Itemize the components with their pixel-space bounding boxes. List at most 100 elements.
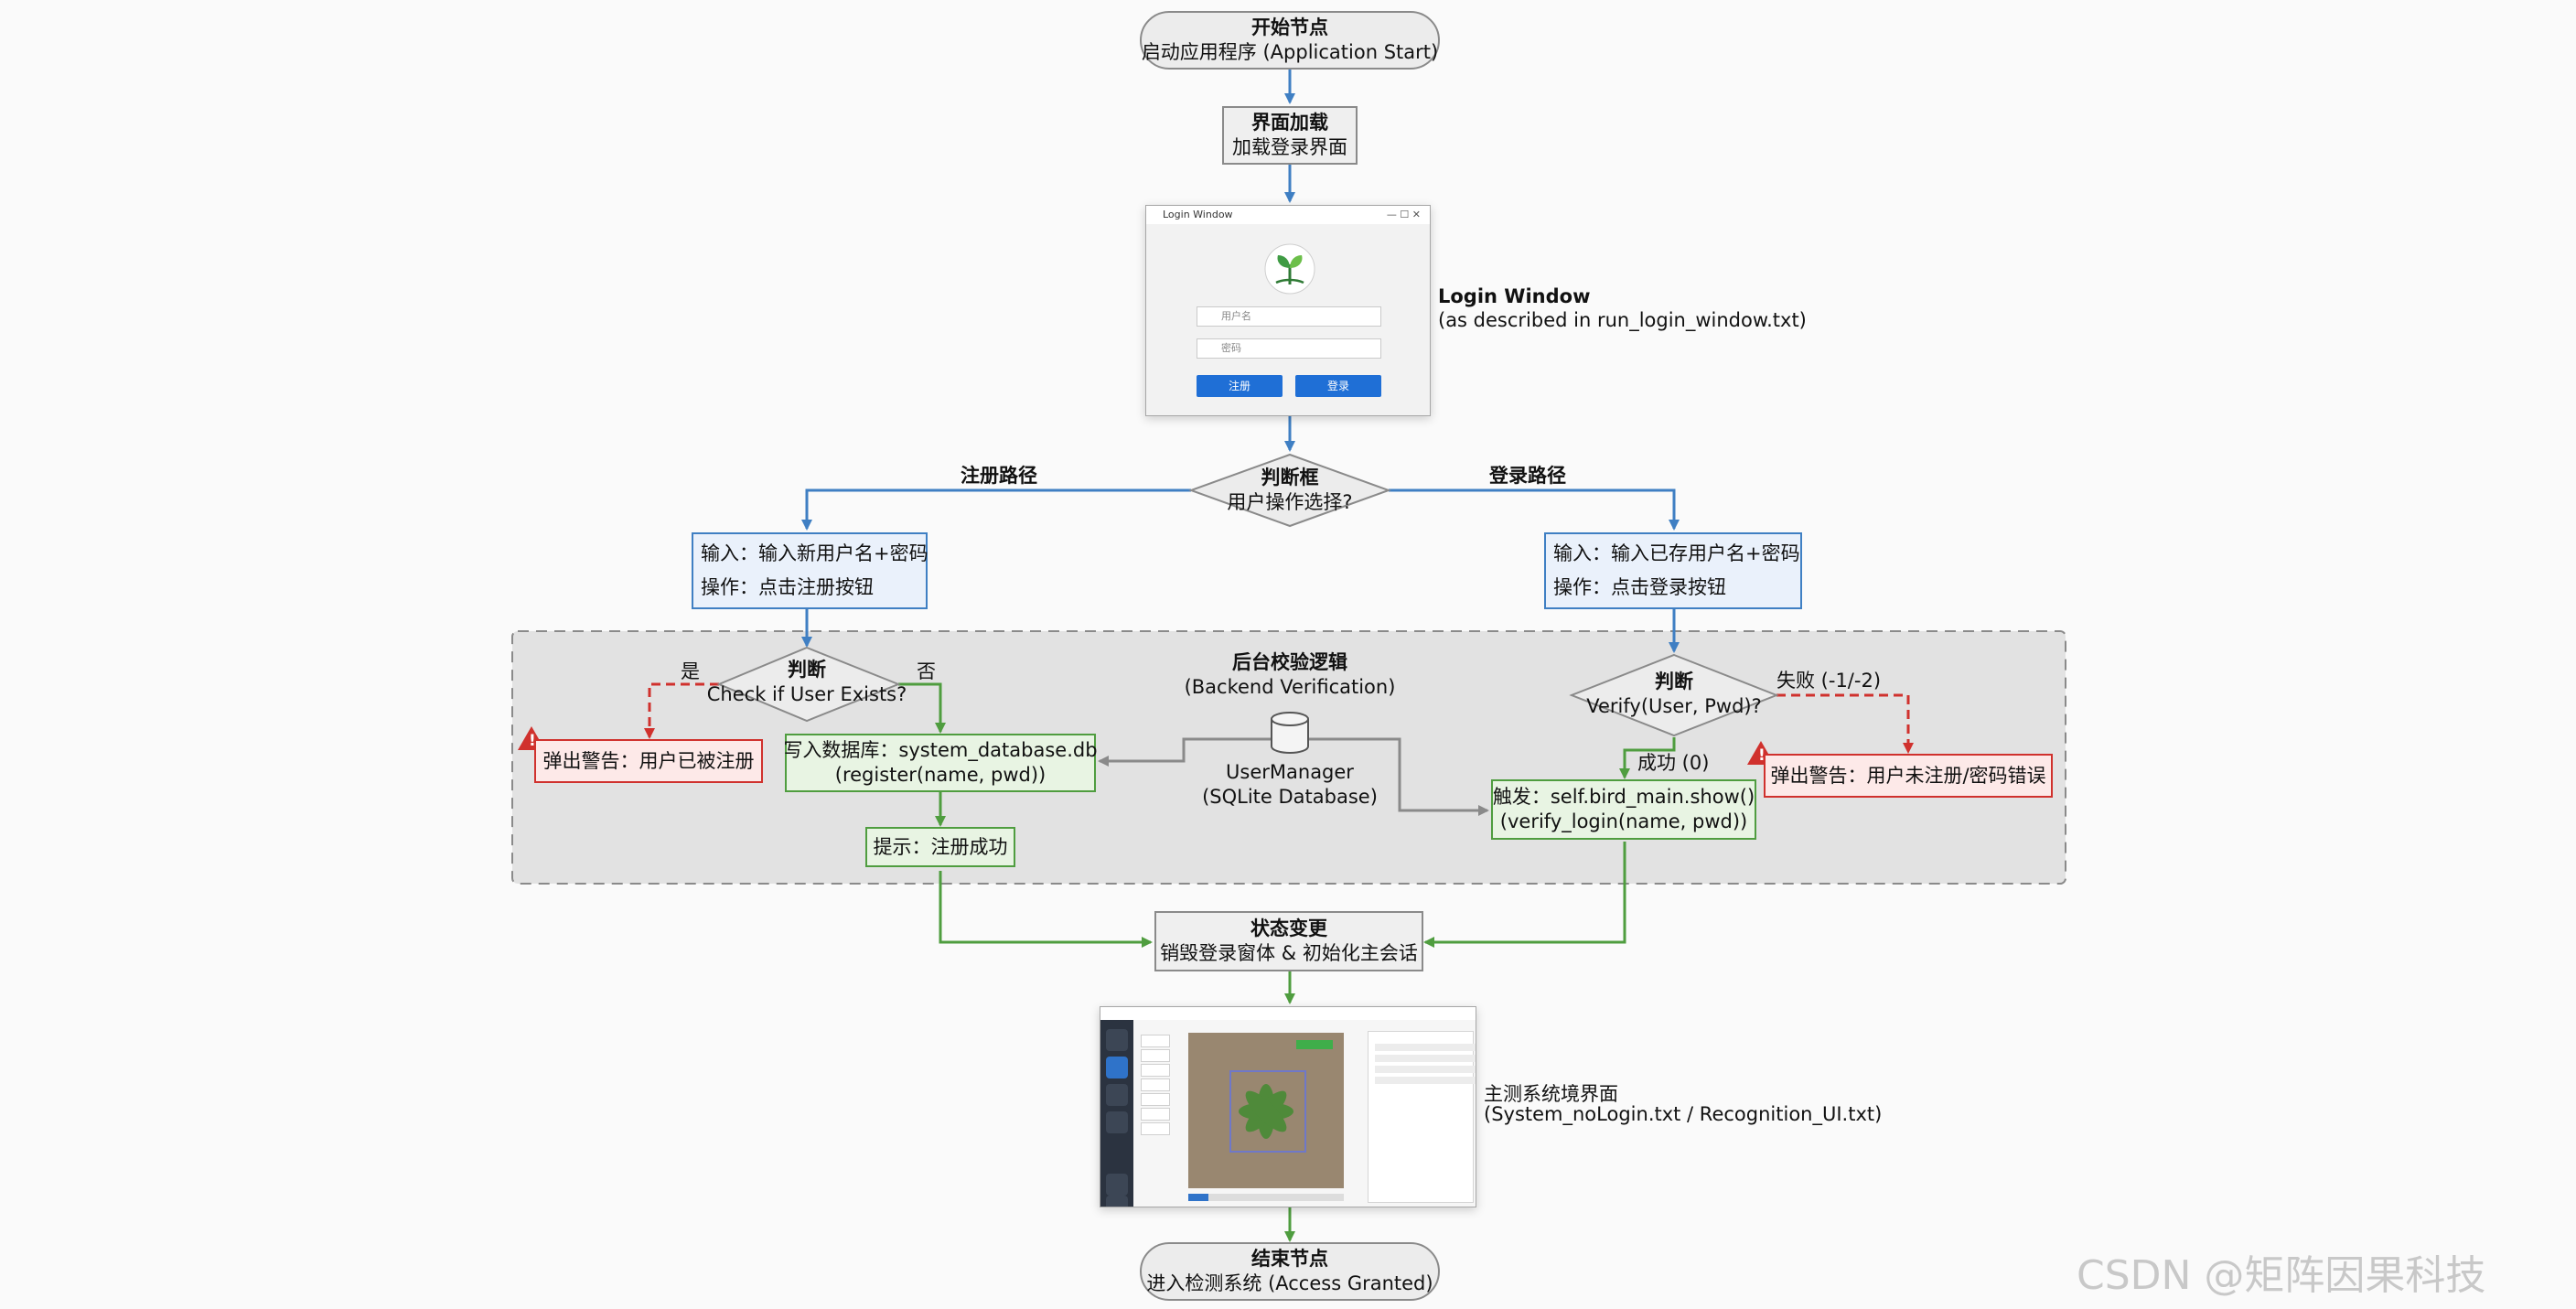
edge-tip-state — [939, 871, 1153, 948]
usermanager-label: UserManager (SQLite Database) — [1189, 759, 1390, 810]
main-window-caption-sub: (System_noLogin.txt / Recognition_UI.txt… — [1484, 1103, 1883, 1125]
verify-success-label: 成功 (0) — [1637, 752, 1710, 774]
state-change-subtitle: 销毁登录窗体 & 初始化主会话 — [1160, 942, 1418, 964]
backend-subtitle: (Backend Verification) — [1184, 676, 1396, 698]
login-window-mockup: Login Window — ☐ ✕ 用户名 密码 注册 登录 — [1145, 205, 1431, 416]
edge-success-trigger — [1619, 737, 1676, 779]
edge-decision-login — [1389, 488, 1680, 531]
login-input-line2: 操作：点击登录按钮 — [1553, 576, 1726, 598]
sidebar-button[interactable] — [1106, 1196, 1128, 1207]
sidebar-button[interactable] — [1106, 1057, 1128, 1078]
write-db-line1: 写入数据库：system_database.db — [783, 739, 1098, 761]
username-input[interactable]: 用户名 — [1197, 306, 1381, 327]
decision-main-subtitle: 用户操作选择? — [1227, 491, 1353, 513]
login-button[interactable]: 登录 — [1295, 375, 1381, 397]
edge-no-write — [898, 682, 946, 734]
state-change-title: 状态变更 — [1250, 917, 1327, 939]
check-exists-title: 判断 — [788, 659, 826, 681]
register-input-line1: 输入：输入新用户名+密码 — [701, 542, 928, 564]
check-exists-subtitle: Check if User Exists? — [706, 683, 907, 705]
progress-track — [1188, 1194, 1344, 1201]
register-input-box: 输入：输入新用户名+密码 操作：点击注册按钮 — [692, 532, 928, 609]
warn-login-text: 弹出警告：用户未注册/密码错误 — [1770, 764, 2046, 787]
start-title: 开始节点 — [1251, 16, 1328, 38]
warn-exists-text: 弹出警告：用户已被注册 — [542, 749, 755, 772]
tip-success-box: 提示：注册成功 — [865, 827, 1015, 867]
start-subtitle: 启动应用程序 (Application Start) — [1141, 41, 1439, 63]
result-row — [1375, 1044, 1476, 1051]
menu-item[interactable] — [1141, 1093, 1170, 1106]
register-path-label: 注册路径 — [961, 465, 1037, 487]
check-yes-label: 是 — [681, 660, 700, 682]
warn-exists-box: 弹出警告：用户已被注册 — [534, 739, 763, 783]
verify: 判断 Verify(User, Pwd)? — [1575, 666, 1773, 723]
sidebar-button[interactable] — [1106, 1111, 1128, 1133]
verify-shape — [1569, 653, 1779, 737]
load-node: 界面加载 加载登录界面 — [1222, 106, 1358, 165]
database-icon — [1271, 712, 1309, 754]
menu-item[interactable] — [1141, 1064, 1170, 1077]
detection-image — [1188, 1033, 1344, 1188]
verify-title: 判断 — [1655, 671, 1693, 692]
end-node: 结束节点 进入检测系统 (Access Granted) — [1140, 1242, 1440, 1301]
login-window-titlebar: Login Window — ☐ ✕ — [1146, 206, 1430, 224]
edge-yes-warn — [644, 682, 719, 739]
trigger-line1: 触发：self.bird_main.show() — [1492, 786, 1755, 808]
usermanager-line2: (SQLite Database) — [1202, 786, 1378, 808]
menu-item[interactable] — [1141, 1049, 1170, 1062]
password-input[interactable]: 密码 — [1197, 338, 1381, 359]
result-row — [1375, 1055, 1476, 1062]
trigger-line2: (verify_login(name, pwd)) — [1499, 810, 1748, 832]
warn-login-box: 弹出警告：用户未注册/密码错误 — [1764, 754, 2053, 798]
menu-item[interactable] — [1141, 1078, 1170, 1091]
edge-db-write — [1098, 737, 1273, 767]
main-window-sidebar — [1100, 1020, 1133, 1207]
edge-fail-warn — [1776, 693, 1914, 754]
sidebar-button[interactable] — [1106, 1084, 1128, 1106]
check-exists: 判断 Check if User Exists? — [706, 655, 907, 710]
login-path-label: 登录路径 — [1489, 465, 1566, 487]
decision-main: 判断框 用户操作选择? — [1191, 462, 1389, 519]
write-db-line2: (register(name, pwd)) — [834, 764, 1046, 786]
trigger-box: 触发：self.bird_main.show() (verify_login(n… — [1491, 779, 1756, 840]
menu-item[interactable] — [1141, 1035, 1170, 1047]
menu-item[interactable] — [1141, 1122, 1170, 1135]
load-title: 界面加载 — [1251, 112, 1328, 134]
load-subtitle: 加载登录界面 — [1232, 136, 1347, 158]
main-window-titlebar — [1100, 1007, 1476, 1020]
menu-item[interactable] — [1141, 1108, 1170, 1121]
window-controls-icon: — ☐ ✕ — [1386, 209, 1421, 220]
end-title: 结束节点 — [1251, 1248, 1328, 1270]
detection-box — [1229, 1070, 1306, 1153]
sidebar-button[interactable] — [1106, 1029, 1128, 1051]
register-input-line2: 操作：点击注册按钮 — [701, 576, 874, 598]
usermanager-line1: UserManager — [1226, 761, 1354, 783]
result-row — [1375, 1066, 1476, 1073]
verify-subtitle: Verify(User, Pwd)? — [1586, 695, 1762, 717]
plant-logo-icon — [1264, 243, 1315, 295]
backend-title: 后台校验逻辑 — [1232, 651, 1347, 673]
login-window-title: Login Window — [1163, 209, 1233, 220]
watermark: CSDN @矩阵因果科技 — [2077, 1252, 2486, 1299]
verify-fail-label: 失败 (-1/-2) — [1776, 670, 1882, 692]
register-button[interactable]: 注册 — [1197, 375, 1283, 397]
edge-db-trigger — [1306, 737, 1489, 816]
sidebar-button[interactable] — [1106, 1174, 1128, 1196]
main-window-caption-title: 主测系统境界面 — [1484, 1083, 1618, 1105]
progress-fill — [1188, 1194, 1208, 1201]
write-db-box: 写入数据库：system_database.db (register(name,… — [783, 734, 1098, 792]
edge-trigger-state — [1423, 842, 1626, 948]
login-window-caption-sub: (as described in run_login_window.txt) — [1438, 309, 1807, 331]
login-window-caption-title: Login Window — [1438, 285, 1591, 307]
decision-main-title: 判断框 — [1261, 467, 1319, 488]
check-no-label: 否 — [917, 660, 936, 682]
end-subtitle: 进入检测系统 (Access Granted) — [1146, 1272, 1433, 1294]
state-change-node: 状态变更 销毁登录窗体 & 初始化主会话 — [1154, 911, 1423, 971]
start-node: 开始节点 启动应用程序 (Application Start) — [1140, 11, 1440, 70]
decision-main-shape — [1188, 453, 1391, 528]
tip-success-text: 提示：注册成功 — [873, 835, 1008, 858]
check-exists-shape — [716, 646, 901, 723]
result-row — [1375, 1077, 1476, 1084]
main-window-mockup — [1100, 1006, 1476, 1207]
